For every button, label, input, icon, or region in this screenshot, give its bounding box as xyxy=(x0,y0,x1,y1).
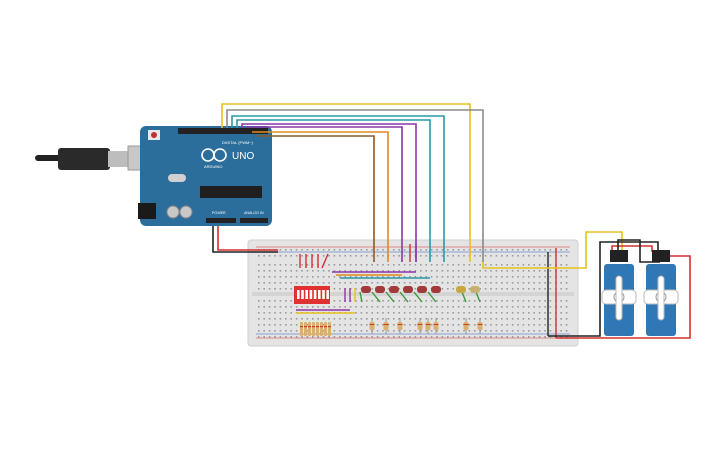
arduino-board[interactable]: DIGITAL (PWM~) UNO ARDUINO POWER ANALOG … xyxy=(138,126,272,226)
led xyxy=(417,286,427,293)
resistor-row xyxy=(369,318,483,334)
power-jack xyxy=(138,203,156,219)
analog-label: ANALOG IN xyxy=(244,211,264,215)
jumper-wires xyxy=(296,244,557,338)
resistor xyxy=(324,322,327,336)
led xyxy=(375,286,385,293)
resistor xyxy=(304,322,307,336)
led xyxy=(403,286,413,293)
dip-resistor-row xyxy=(300,322,331,336)
resistor xyxy=(383,322,389,330)
reset-button-icon[interactable] xyxy=(151,132,157,138)
resistor xyxy=(312,322,315,336)
servo-2[interactable] xyxy=(643,250,679,336)
resistor xyxy=(477,322,483,330)
led-yellow xyxy=(470,286,480,293)
digital-label: DIGITAL (PWM~) xyxy=(222,140,254,145)
resistor xyxy=(425,322,431,330)
brand-label: UNO xyxy=(232,151,254,162)
breadboard xyxy=(247,239,579,347)
resistor xyxy=(308,322,311,336)
resistor xyxy=(433,322,439,330)
resistor xyxy=(320,322,323,336)
resistor xyxy=(417,322,423,330)
dip-switch[interactable] xyxy=(294,286,330,304)
led xyxy=(389,286,399,293)
logo-text: ARDUINO xyxy=(204,164,222,169)
signal-wires xyxy=(212,103,484,262)
resistor xyxy=(397,322,403,330)
led-yellow xyxy=(456,286,466,293)
resistor xyxy=(300,322,303,336)
led-row xyxy=(361,286,480,293)
servo-wires xyxy=(482,231,691,339)
atmega-chip xyxy=(200,186,262,198)
resistor xyxy=(463,322,469,330)
led xyxy=(431,286,441,293)
breadboard-holes xyxy=(258,249,568,338)
power-label: POWER xyxy=(212,211,226,215)
servo-1[interactable] xyxy=(601,250,637,336)
resistor xyxy=(369,322,375,330)
led xyxy=(361,286,371,293)
resistor xyxy=(316,322,319,336)
resistor xyxy=(328,322,331,336)
